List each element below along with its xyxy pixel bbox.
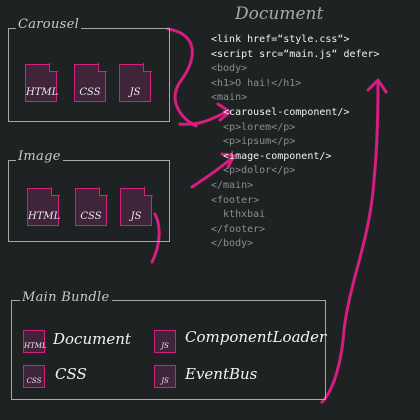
bundle-eventbus-label: EventBus (185, 365, 258, 383)
carousel-js-file-icon: JS (119, 63, 152, 102)
bundle-document-html-icon: HTML (23, 330, 47, 353)
arrow-image-to-component (190, 156, 234, 189)
carousel-component-box (8, 28, 170, 122)
arrow-bundle-head (366, 78, 388, 94)
bundle-eventbus-js-icon: JS (154, 365, 176, 388)
code-line: <p>lorem</p> (211, 121, 296, 133)
bundle-document-label: Document (53, 330, 131, 348)
file-type-label: JS (129, 87, 141, 98)
bundle-componentloader-label: ComponentLoader (185, 328, 327, 346)
file-type-label: CSS (80, 211, 102, 222)
arrow-image-stub (150, 212, 161, 264)
bundle-componentloader-js-icon: JS (154, 330, 176, 353)
code-line: </main> (211, 179, 254, 191)
image-css-file-icon: CSS (75, 187, 108, 226)
file-type-label: CSS (26, 377, 42, 385)
file-type-label: HTML (24, 342, 47, 350)
file-type-label: HTML (28, 211, 61, 222)
bundle-css-icon: CSS (23, 365, 45, 388)
main-bundle-label: Main Bundle (20, 290, 112, 305)
file-type-label: JS (130, 211, 142, 222)
arrow-bundle-to-script (320, 82, 380, 404)
code-line: kthxbai (211, 209, 266, 221)
arrow-document-to-carousel (166, 27, 198, 128)
bundle-css-label: CSS (55, 365, 87, 383)
main-bundle-box (11, 300, 326, 400)
code-line: <p>dolor</p> (211, 165, 296, 177)
image-component-box (8, 160, 170, 242)
code-line: <script src=“main.js“ defer> (211, 48, 380, 60)
file-type-label: JS (161, 377, 169, 385)
code-line: <carousel-component/> (211, 106, 350, 118)
carousel-css-file-icon: CSS (74, 63, 107, 102)
file-type-label: JS (161, 342, 169, 350)
code-line: <link href=“style.css“> (211, 34, 350, 45)
code-line: </footer> (211, 223, 266, 235)
document-code-listing: <link href=“style.css“> <script src=“main… (211, 33, 380, 252)
arrow-carousel-to-component (178, 110, 228, 126)
document-title: Document (235, 4, 324, 24)
code-line: <main> (211, 92, 248, 104)
image-html-file-icon: HTML (27, 187, 61, 226)
code-line: <body> (211, 63, 248, 75)
code-line: <footer> (211, 194, 260, 206)
code-line: <p>ipsum</p> (211, 136, 296, 148)
file-type-label: HTML (26, 87, 59, 98)
carousel-box-label: Carousel (16, 17, 82, 32)
arrow-carousel-head (216, 102, 232, 122)
image-box-label: Image (16, 149, 63, 164)
code-line: <image-component/> (211, 150, 332, 162)
code-line: </body> (211, 238, 254, 250)
carousel-html-file-icon: HTML (25, 63, 59, 102)
code-line: <h1>O hai!</h1> (211, 77, 302, 89)
file-type-label: CSS (79, 87, 101, 98)
arrow-image-head (220, 152, 236, 169)
image-js-file-icon: JS (120, 187, 153, 226)
